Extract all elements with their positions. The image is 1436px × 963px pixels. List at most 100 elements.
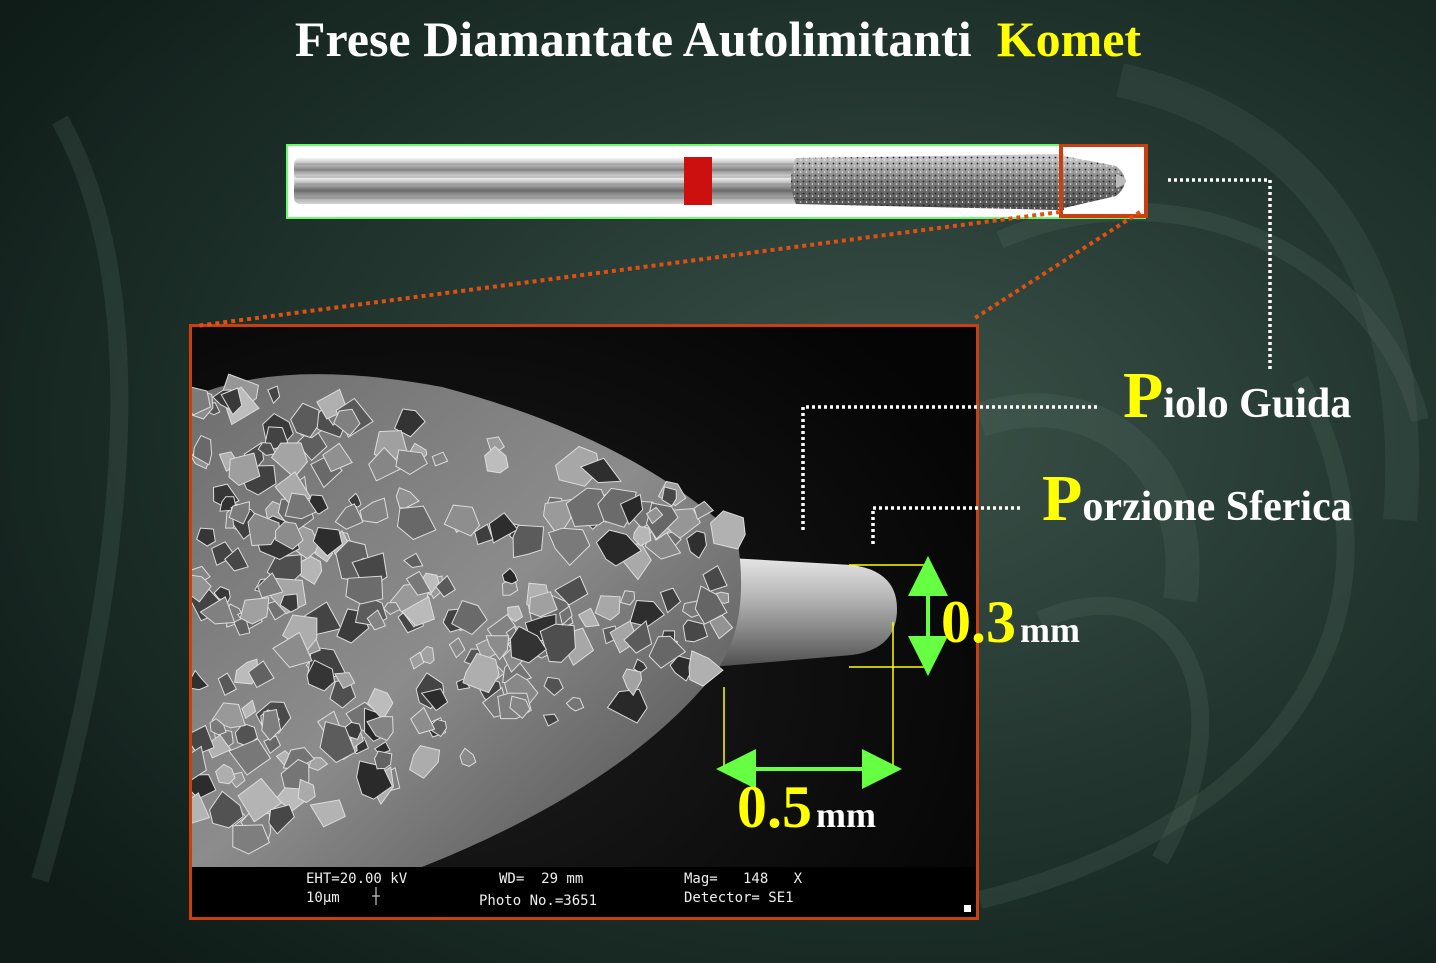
diamond-grain: [345, 575, 384, 605]
diamond-grain: [195, 527, 216, 547]
diamond-grain: [619, 493, 644, 526]
diamond-grain: [395, 449, 428, 475]
diamond-grain: [215, 763, 236, 785]
diamond-grain: [632, 658, 648, 674]
diamond-grain: [619, 590, 636, 606]
diamond-grain: [322, 442, 353, 473]
height-value: 0.3: [941, 589, 1016, 655]
diamond-grain: [485, 635, 510, 661]
diamond-grain: [309, 799, 346, 828]
label-porzione-initial: P: [1042, 462, 1083, 535]
diamond-grain: [509, 695, 531, 720]
diamond-grain: [261, 709, 282, 741]
diamond-grain: [632, 525, 652, 547]
diamond-grain: [228, 452, 261, 486]
sem-photo: Photo No.=3651: [479, 893, 598, 909]
diamond-grain: [257, 572, 284, 599]
diamond-grain: [488, 512, 519, 544]
diamond-grain: [431, 451, 449, 467]
title-main: Frese Diamantate Autolimitanti: [294, 11, 972, 67]
diamond-grain: [451, 599, 488, 636]
diamond-grain: [217, 672, 238, 697]
diamond-grain: [448, 637, 466, 659]
diamond-grain: [366, 715, 394, 742]
diamond-grain: [565, 487, 614, 528]
sem-info-right: Mag= 148 X Detector= SE1: [684, 870, 802, 908]
diamond-grain: [192, 574, 212, 603]
diamond-grain: [359, 497, 389, 524]
diamond-grain: [263, 735, 282, 755]
diamond-grain: [462, 652, 500, 694]
diamond-grain: [595, 529, 643, 567]
diamond-grain: [366, 609, 387, 631]
diamond-grain: [579, 457, 622, 484]
diamond-grain: [306, 659, 336, 692]
diamond-grain: [702, 564, 728, 592]
diamond-grain: [232, 824, 271, 855]
diamond-grain: [347, 492, 362, 508]
diamond-grain: [606, 688, 648, 724]
label-porzione-text: orzione Sferica: [1082, 484, 1352, 530]
diamond-grain: [542, 713, 560, 727]
label-porzione-sferica: Porzione Sferica: [1042, 461, 1352, 537]
diamond-grain: [239, 597, 270, 625]
diamond-grain: [509, 625, 547, 664]
diamond-grain: [275, 521, 304, 550]
diamond-grain: [659, 587, 682, 614]
diamond-grain: [645, 506, 664, 525]
height-unit: mm: [1020, 610, 1080, 650]
diamond-grain: [648, 635, 687, 669]
diamond-grain: [420, 688, 449, 712]
diamond-grain: [192, 669, 209, 691]
diamond-grain: [334, 503, 364, 530]
sem-image: [192, 327, 976, 917]
diamond-grain: [459, 747, 477, 767]
diamond-grain: [565, 696, 585, 712]
label-piolo-text: iolo Guida: [1163, 381, 1352, 427]
diamond-grain: [528, 591, 558, 618]
diamond-grain: [405, 570, 432, 596]
diamond-grain: [220, 387, 243, 416]
diamond-grain: [547, 527, 591, 567]
diamond-grain: [209, 790, 244, 829]
diamond-grain: [192, 434, 213, 466]
diamond-grain: [257, 442, 277, 457]
diamond-grain: [629, 599, 666, 627]
diamond-grain: [192, 792, 211, 824]
sem-eht: EHT=20.00 kV: [306, 871, 408, 887]
sem-wd: WD= 29 mm: [499, 871, 584, 887]
diamond-grain: [623, 619, 653, 654]
diamond-grain: [333, 408, 361, 437]
diamond-grain: [409, 651, 425, 670]
diamond-grain: [199, 596, 236, 625]
sem-mag: Mag= 148 X: [684, 871, 803, 887]
length-value: 0.5: [737, 774, 812, 840]
diamond-grain: [484, 445, 509, 474]
label-piolo-initial: P: [1123, 359, 1164, 432]
diamond-grains: [192, 373, 746, 855]
diamond-grain: [693, 500, 715, 520]
sem-detector: Detector= SE1: [684, 890, 794, 906]
diamond-grain: [192, 745, 207, 781]
label-piolo-guida: Piolo Guida: [1123, 358, 1351, 434]
diamond-grain: [420, 645, 435, 665]
diamond-grain: [688, 650, 724, 687]
diamond-grain: [383, 601, 401, 616]
diamond-grain: [247, 660, 275, 689]
diamond-grain: [512, 524, 545, 559]
diamond-grain: [710, 510, 746, 550]
diamond-grain: [284, 492, 317, 520]
diamond-grain: [539, 623, 576, 663]
diamond-grain: [577, 607, 600, 628]
title-brand: Komet: [996, 11, 1142, 67]
diamond-grain: [506, 605, 524, 623]
diamond-grain: [443, 504, 481, 537]
diamond-grain: [554, 445, 601, 487]
diamond-grain: [228, 501, 250, 525]
sem-info-mid: WD= 29 mm Photo No.=3651: [479, 870, 617, 909]
diamond-grain: [268, 804, 295, 835]
diamond-grain: [192, 386, 211, 416]
sem-scale: 10µm: [306, 890, 340, 906]
diamond-grain: [694, 585, 728, 625]
diamond-grain: [409, 745, 441, 779]
